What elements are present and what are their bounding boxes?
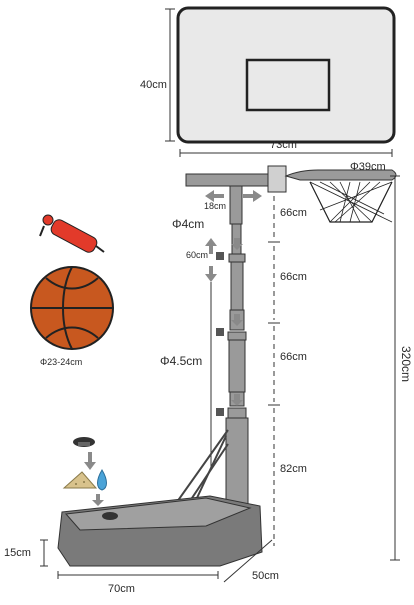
rim-diameter-label: Φ39cm [350,161,386,173]
basketball-icon [30,266,114,350]
backboard [176,6,396,144]
total-height-dimension [390,175,400,561]
sand-icon [62,471,98,489]
board-height-dimension [165,8,175,142]
pole-sections [225,223,249,547]
adjust-knobs [216,252,224,416]
height-adjust-arrows [205,238,217,282]
board-height-label: 40cm [140,79,167,91]
base-pole-label: 82cm [280,463,307,475]
pump-icon [39,214,105,253]
fill-arrow-2 [92,494,104,506]
base-length-label: 70cm [108,583,135,595]
rim-and-net [284,169,397,223]
section-ticks [268,241,280,406]
support-arm [185,165,287,225]
base-width-label: 50cm [252,570,279,582]
lower-pole-diameter-label: Φ4.5cm [160,354,203,368]
weighted-base [57,495,263,567]
board-width-label: 73cm [270,139,297,151]
ball-diameter-label: Φ23-24cm [40,357,83,367]
section-3-label: 66cm [280,351,307,363]
upper-pole-diameter-label: Φ4cm [172,217,205,231]
water-drop-icon [97,469,107,491]
total-height-label: 320cm [399,346,413,383]
arm-extension-label: 18cm [204,201,227,211]
section-1-label: 66cm [280,207,307,219]
height-adjust-label: 60cm [186,250,209,260]
section-2-label: 66cm [280,271,307,283]
base-dimensions [40,539,273,583]
assembly-arrows [231,238,243,406]
board-width-dimension [179,149,393,157]
arm-adjust-arrows [205,190,262,202]
fill-arrow [84,452,96,470]
base-height-label: 15cm [4,547,31,559]
fill-cap-icon [73,437,95,447]
